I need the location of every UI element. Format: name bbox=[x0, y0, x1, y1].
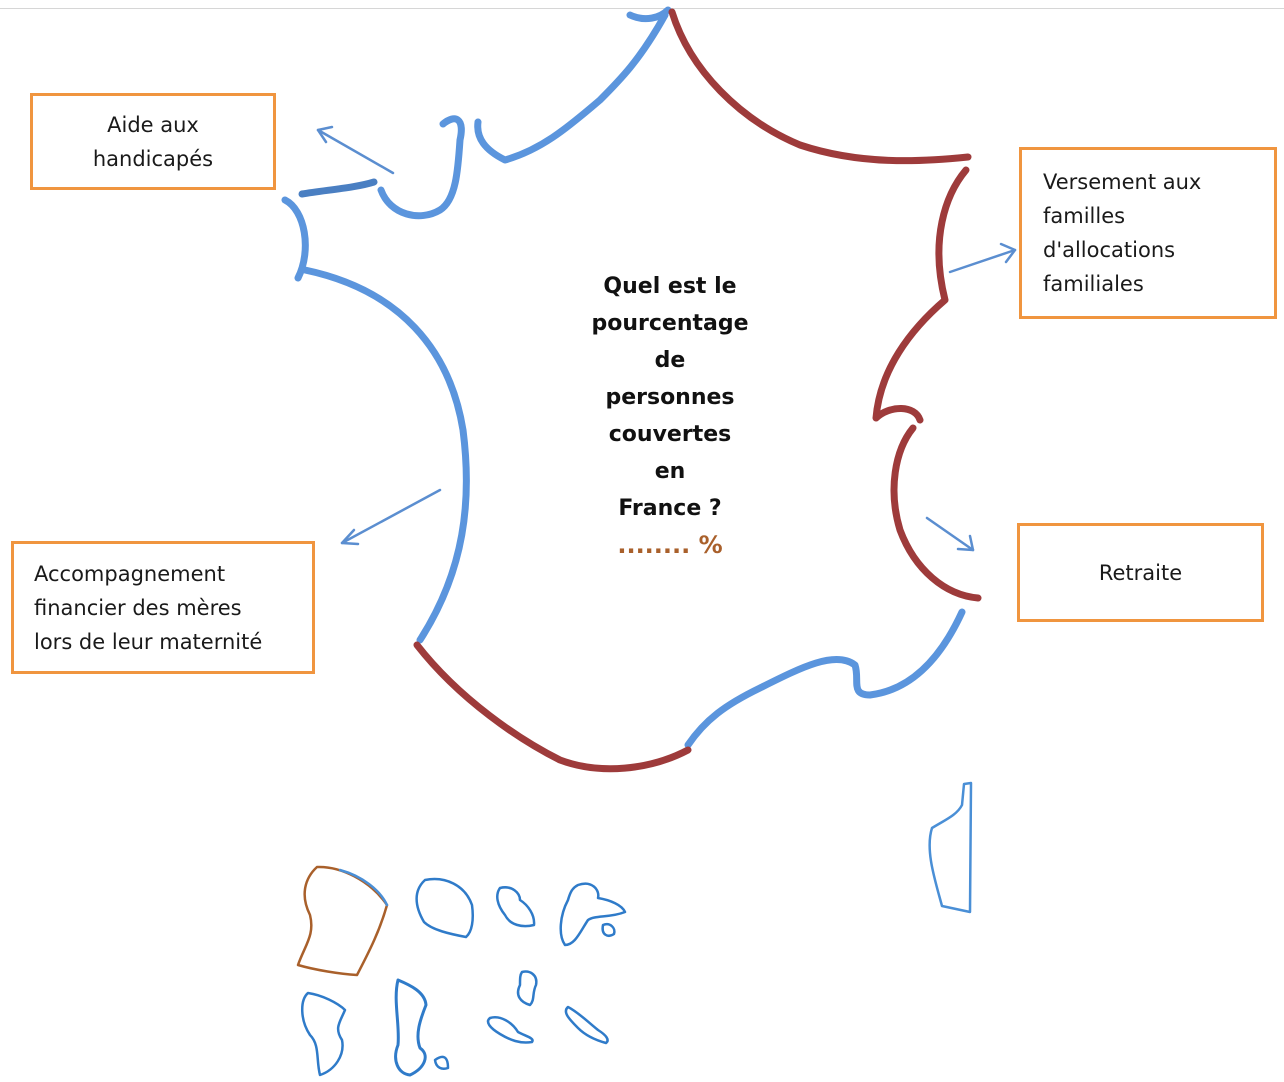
overseas-shape-2 bbox=[415, 877, 474, 939]
overseas-shape-3 bbox=[496, 886, 536, 928]
question-line-6: en bbox=[654, 459, 686, 484]
label-box-accompagnement-maternite: Accompagnement financier des mères lors … bbox=[11, 541, 315, 674]
outline-segment-east-border bbox=[872, 166, 970, 424]
aide-line-1: Aide aux bbox=[107, 112, 199, 137]
question-line-7: France ? bbox=[618, 496, 722, 521]
outline-segment-brittany bbox=[281, 196, 309, 282]
overseas-shape-brown bbox=[296, 865, 389, 977]
accompagnement-line-3: lors de leur maternité bbox=[34, 629, 263, 654]
overseas-shape-6 bbox=[394, 978, 428, 1077]
question-line-2: pourcentage bbox=[591, 311, 749, 336]
label-box-retraite: Retraite bbox=[1017, 523, 1264, 622]
versement-line-1: Versement aux bbox=[1043, 170, 1202, 194]
arrow-to-versement bbox=[948, 242, 1017, 274]
question-line-5: couvertes bbox=[608, 422, 732, 447]
outline-segment-atlantic-coast bbox=[301, 266, 470, 644]
corsica-outline bbox=[928, 781, 973, 914]
versement-line-4: familiales bbox=[1043, 272, 1144, 296]
outline-segment-south-med bbox=[684, 608, 966, 749]
overseas-shape-10 bbox=[564, 1005, 609, 1045]
overseas-shape-9 bbox=[486, 1016, 534, 1044]
outline-segment-alps bbox=[890, 424, 982, 602]
accompagnement-line-1: Accompagnement bbox=[34, 561, 226, 586]
versement-line-3: d'allocations bbox=[1043, 238, 1176, 262]
question-line-1: Quel est le bbox=[603, 274, 737, 299]
question-line-3: de bbox=[654, 348, 686, 373]
label-box-versement-allocations: Versement aux familles d'allocations fam… bbox=[1019, 147, 1277, 319]
overseas-shape-4b bbox=[601, 923, 616, 937]
arrow-to-accompagnement bbox=[340, 488, 442, 546]
outline-segment-north-coast bbox=[474, 11, 669, 164]
retraite-line-1: Retraite bbox=[1098, 560, 1183, 585]
answer-blank: ........ % bbox=[617, 531, 723, 559]
question-line-4: personnes bbox=[605, 385, 735, 410]
overseas-shape-brown-edge bbox=[338, 868, 389, 907]
arrow-to-aide bbox=[316, 125, 395, 175]
top-rule bbox=[0, 8, 1284, 9]
aide-line-2: handicapés bbox=[92, 146, 214, 171]
overseas-shape-8 bbox=[516, 970, 538, 1007]
accompagnement-line-2: financier des mères bbox=[34, 595, 242, 620]
overseas-shape-5 bbox=[301, 991, 347, 1077]
outline-segment-cotentin bbox=[298, 178, 378, 198]
arrow-to-retraite bbox=[925, 516, 975, 552]
overseas-shape-7 bbox=[433, 1055, 450, 1070]
outline-segment-northeast bbox=[668, 8, 972, 165]
outline-segment-normandy bbox=[377, 115, 465, 220]
overseas-shape-4 bbox=[559, 882, 627, 947]
versement-line-2: familles bbox=[1043, 204, 1126, 228]
label-box-aide-handicapes: Aide aux handicapés bbox=[30, 93, 276, 190]
central-question: Quel est le pourcentage de personnes cou… bbox=[560, 268, 780, 564]
outline-segment-pyrenees bbox=[413, 641, 692, 773]
